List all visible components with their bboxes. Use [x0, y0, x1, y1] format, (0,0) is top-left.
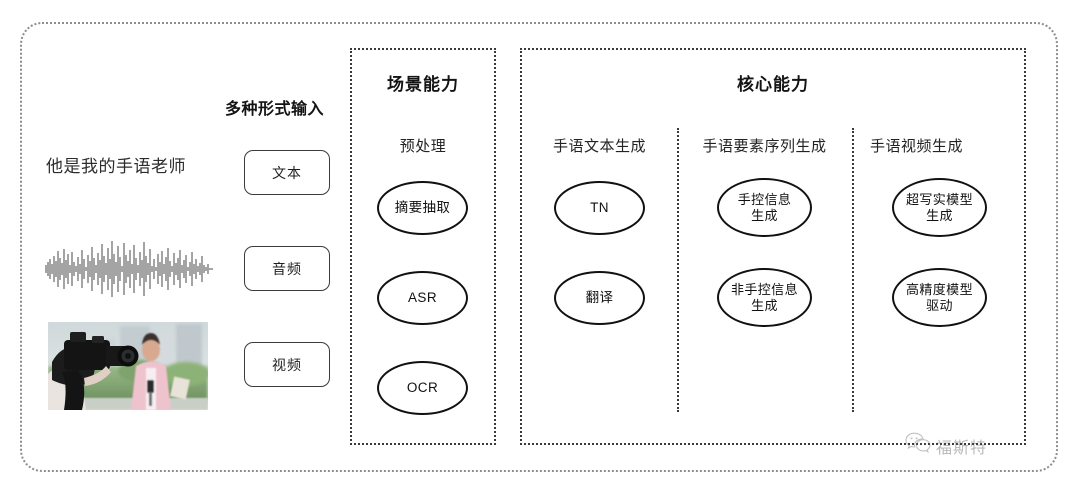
core-node-tn[interactable]: TN: [554, 181, 645, 235]
core-node-photoreal-model-generation[interactable]: 超写实模型生成: [892, 178, 987, 237]
core-node-non-manual-info-generation[interactable]: 非手控信息生成: [717, 268, 812, 327]
scene-node-summary-extraction[interactable]: 摘要抽取: [377, 181, 468, 235]
audio-waveform-icon: [42, 238, 214, 300]
core-column-sign-elements: 手语要素序列生成 手控信息生成 非手控信息生成: [677, 128, 852, 412]
scene-node-ocr[interactable]: OCR: [377, 361, 468, 415]
core-group-label-sign-elements: 手语要素序列生成: [702, 138, 827, 155]
core-node-manual-info-generation[interactable]: 手控信息生成: [717, 178, 812, 237]
core-capability-panel: 核心能力 手语文本生成 TN 翻译 手语要素序列生成 手控信息生成 非手控信息生…: [520, 48, 1026, 445]
input-modality-button-audio[interactable]: 音频: [244, 246, 330, 291]
video-thumbnail-image: [48, 322, 208, 410]
core-node-high-precision-model-drive[interactable]: 高精度模型驱动: [892, 268, 987, 327]
input-modality-button-video[interactable]: 视频: [244, 342, 330, 387]
input-section: 多种形式输入 他是我的手语老师: [34, 95, 330, 415]
core-capability-title: 核心能力: [737, 75, 809, 94]
scene-node-asr[interactable]: ASR: [377, 271, 468, 325]
wechat-logo-icon: [905, 432, 931, 459]
core-column-sign-text: 手语文本生成 TN 翻译: [522, 128, 677, 412]
core-column-divider-1: [677, 128, 679, 412]
scene-capability-panel: 场景能力 预处理 摘要抽取 ASR OCR: [350, 48, 496, 445]
core-column-divider-2: [852, 128, 854, 412]
sample-text-value: 他是我的手语老师: [46, 157, 186, 176]
core-column-sign-video: 手语视频生成 超写实模型生成 高精度模型驱动: [852, 128, 1028, 412]
input-modality-button-text[interactable]: 文本: [244, 150, 330, 195]
multi-input-heading: 多种形式输入: [224, 101, 324, 118]
overall-pipeline-frame: [20, 22, 1058, 472]
core-node-translation[interactable]: 翻译: [554, 271, 645, 325]
core-group-label-sign-video: 手语视频生成: [870, 138, 964, 155]
core-group-label-sign-text: 手语文本生成: [552, 138, 646, 155]
watermark: 福斯特: [905, 432, 987, 459]
scene-group-label-preprocess: 预处理: [399, 138, 447, 155]
watermark-text: 福斯特: [936, 439, 988, 457]
scene-capability-title: 场景能力: [387, 75, 459, 94]
